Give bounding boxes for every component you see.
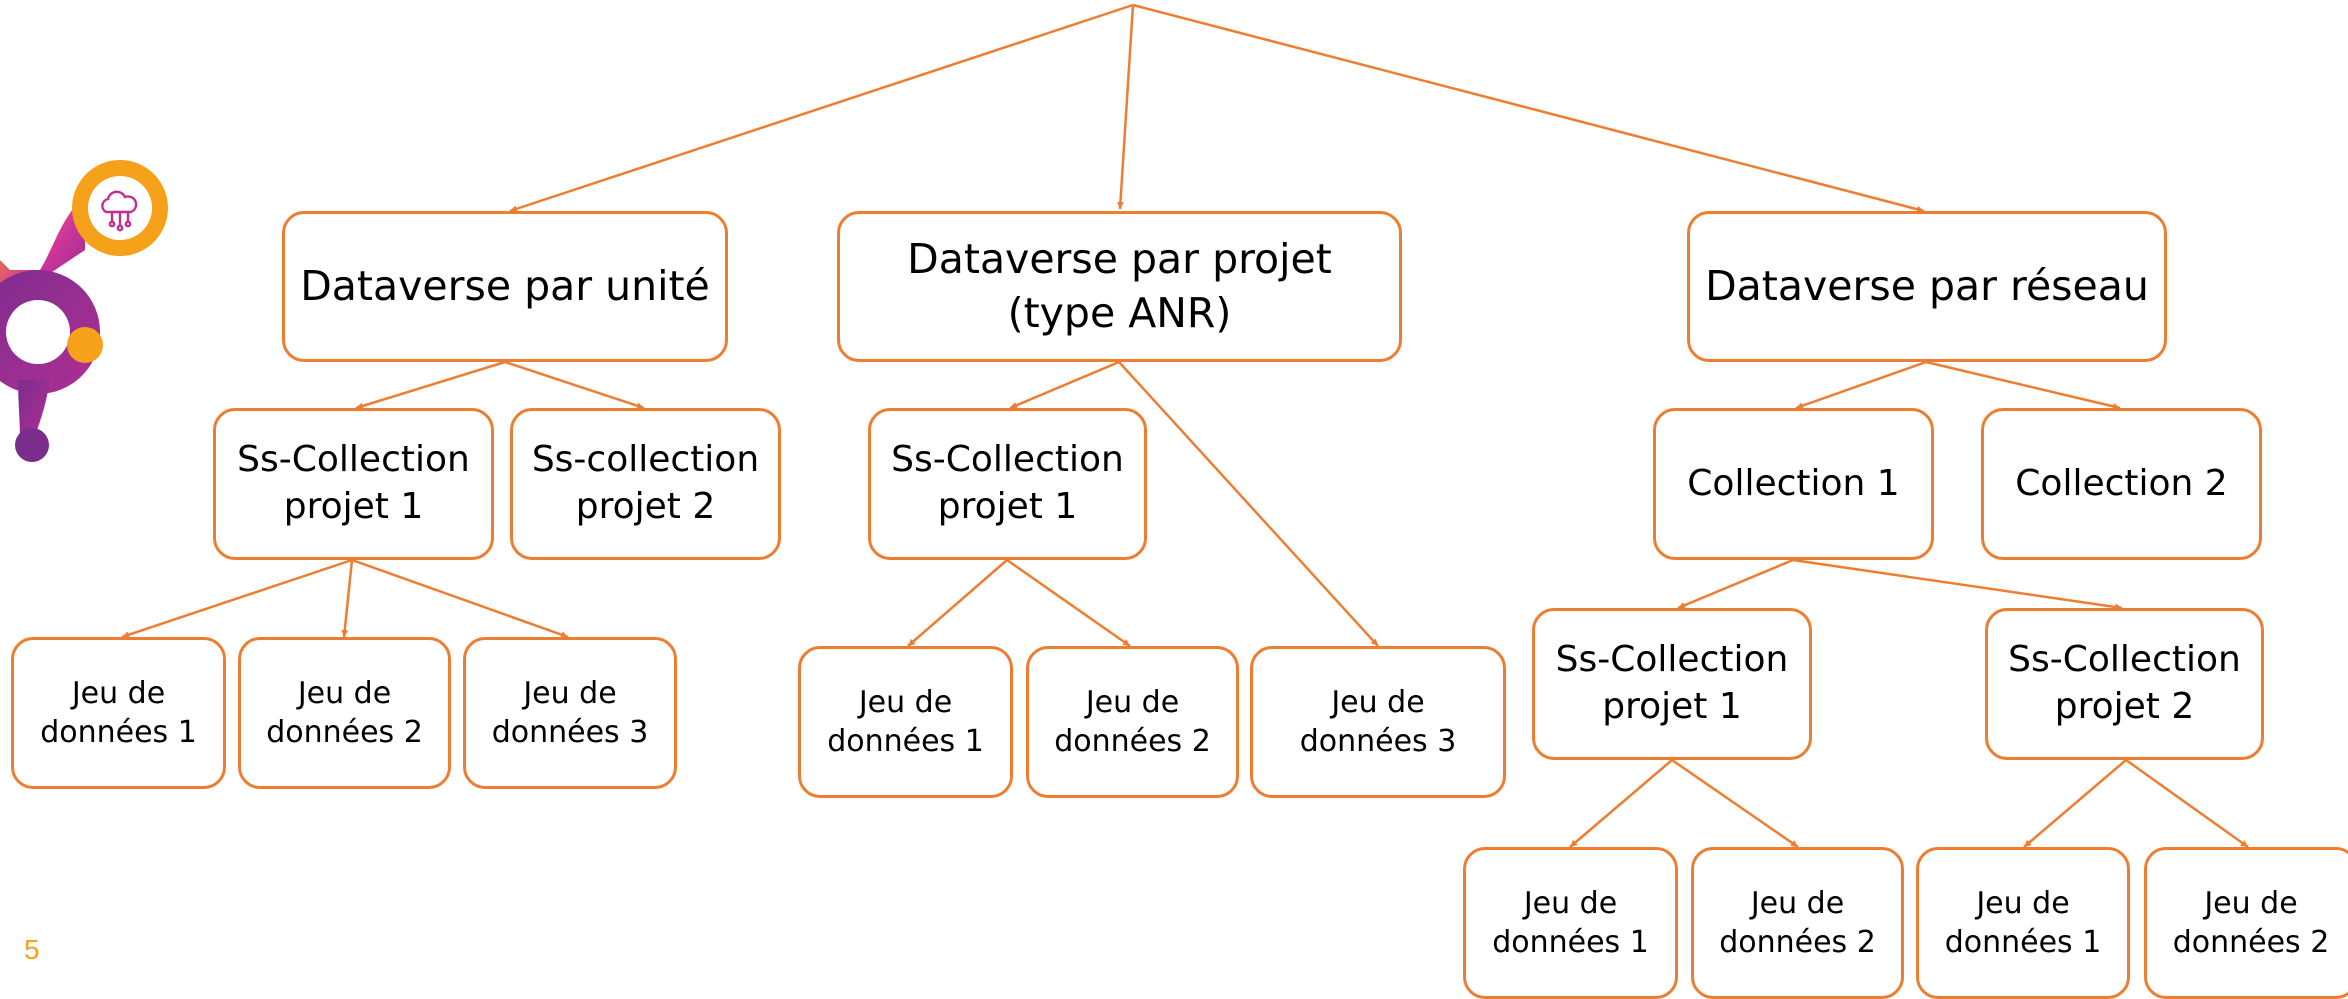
edge-p-sc1-j1 [907, 559, 1008, 647]
edge-reseau-c1 [1795, 360, 1927, 410]
node-projet-jeu-de-donnees-1: Jeu de données 1 [798, 646, 1013, 798]
edge-root-reseau [1132, 3, 1925, 213]
edge-u-sc1-j2 [341, 559, 354, 638]
node-dataverse-par-unite: Dataverse par unité [282, 211, 728, 362]
edge-r-sc1-j2 [1671, 758, 1799, 849]
edge-r-sc2-j1 [2023, 759, 2127, 848]
node-reseau-collection-2: Collection 2 [1981, 408, 2262, 560]
edge-projet-j3 [1118, 361, 1379, 647]
node-reseau-ss-collection-projet-1: Ss-Collection projet 1 [1532, 608, 1812, 760]
edge-unite-sc2 [504, 360, 645, 410]
node-dataverse-par-reseau: Dataverse par réseau [1687, 211, 2167, 362]
node-reseau-ss-collection-projet-2: Ss-Collection projet 2 [1985, 608, 2264, 760]
edge-reseau-c2 [1925, 360, 2121, 410]
node-reseau-sc1-jeu-de-donnees-1: Jeu de données 1 [1463, 847, 1678, 999]
edge-projet-sc1 [1009, 360, 1120, 410]
edge-r-c1-sc2 [1792, 558, 2123, 611]
edge-p-sc1-j2 [1006, 558, 1131, 648]
node-reseau-sc2-jeu-de-donnees-1: Jeu de données 1 [1916, 847, 2130, 999]
cloud-network-icon [101, 190, 138, 232]
node-unite-ss-collection-projet-2: Ss-collection projet 2 [510, 408, 781, 560]
node-unite-jeu-de-donnees-3: Jeu de données 3 [463, 637, 677, 789]
edge-r-sc2-j2 [2125, 758, 2249, 849]
node-unite-jeu-de-donnees-2: Jeu de données 2 [238, 637, 451, 789]
edge-root-projet [1116, 4, 1135, 210]
node-reseau-collection-1: Collection 1 [1653, 408, 1934, 560]
organization-logo [0, 160, 168, 462]
edge-u-sc1-j1 [121, 558, 353, 639]
edge-r-c1-sc1 [1677, 558, 1794, 610]
node-dataverse-par-projet: Dataverse par projet (type ANR) [837, 211, 1402, 362]
page-number: 5 [24, 934, 40, 965]
edge-r-sc1-j1 [1569, 759, 1673, 848]
edge-unite-sc1 [355, 360, 506, 410]
edge-root-unite [509, 3, 1134, 213]
node-reseau-sc1-jeu-de-donnees-2: Jeu de données 2 [1691, 847, 1904, 999]
node-projet-jeu-de-donnees-3: Jeu de données 3 [1250, 646, 1506, 798]
edge-u-sc1-j3 [351, 558, 569, 639]
node-unite-jeu-de-donnees-1: Jeu de données 1 [11, 637, 226, 789]
node-unite-ss-collection-projet-1: Ss-Collection projet 1 [213, 408, 494, 560]
node-projet-ss-collection-projet-1: Ss-Collection projet 1 [868, 408, 1147, 560]
node-reseau-sc2-jeu-de-donnees-2: Jeu de données 2 [2144, 847, 2348, 999]
node-projet-jeu-de-donnees-2: Jeu de données 2 [1026, 646, 1239, 798]
